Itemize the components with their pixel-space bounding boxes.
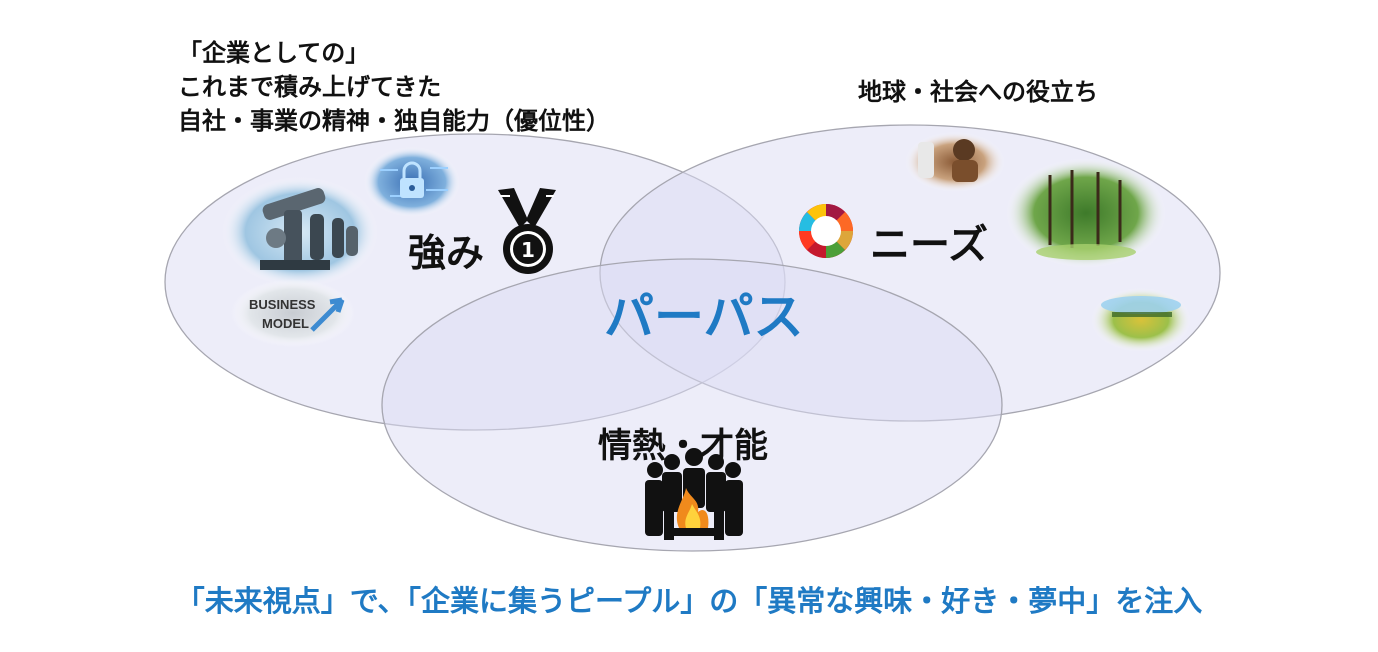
medal-number-one-icon: 1 <box>498 188 556 274</box>
strength-caption-line-3: 自社・事業の精神・独自能力（優位性） <box>178 107 610 135</box>
lock-circuit-photo <box>364 147 460 217</box>
passion-circle <box>381 258 1003 552</box>
microscope-photo <box>222 177 378 287</box>
business-model-photo: BUSINESS MODEL <box>231 279 355 347</box>
footer-message: 「未来視点」で、「企業に集うピープル」の「異常な興味・好き・夢中」を注入 <box>175 584 1203 618</box>
sdgs-wheel-icon <box>799 204 853 258</box>
field-photo <box>1091 288 1191 352</box>
svg-text:1: 1 <box>521 238 535 262</box>
strength-caption-line-1: 「企業としての」 <box>178 39 370 67</box>
forest-photo <box>1006 158 1166 268</box>
purpose-center-label: パーパス <box>604 288 804 346</box>
business-model-text-2: MODEL <box>262 316 309 331</box>
strength-label: 強み <box>408 231 485 275</box>
passion-label: 情熱・才能 <box>598 426 768 466</box>
strength-caption-line-2: これまで積み上げてきた <box>178 73 442 101</box>
people-photo <box>905 132 1005 192</box>
people-fire-icon <box>645 448 743 540</box>
business-model-text-1: BUSINESS <box>249 297 316 312</box>
needs-caption: 地球・社会への役立ち <box>858 78 1098 106</box>
needs-label: ニーズ <box>870 222 988 268</box>
